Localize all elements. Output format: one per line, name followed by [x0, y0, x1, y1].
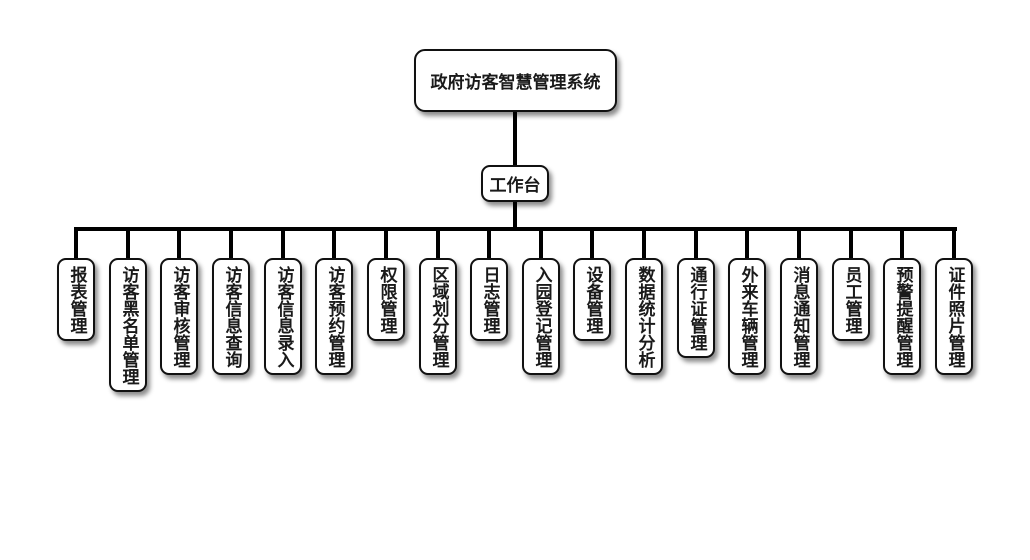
module-node[interactable]: 访客信息录入 [264, 258, 302, 376]
workbench-label: 工作台 [489, 176, 541, 196]
connector-workbench-to-bus [513, 202, 517, 230]
module-node[interactable]: 访客预约管理 [315, 258, 353, 376]
connector-module-13 [745, 229, 749, 259]
module-node[interactable]: 访客黑名单管理 [109, 258, 147, 393]
workbench-node[interactable]: 工作台 [481, 165, 549, 202]
module-node[interactable]: 预警提醒管理 [883, 258, 921, 376]
connector-module-9 [539, 229, 543, 259]
connector-module-15 [849, 229, 853, 259]
connector-module-5 [332, 229, 336, 259]
module-label: 通行证管理 [686, 266, 707, 351]
module-label: 入园登记管理 [531, 266, 552, 368]
module-label: 证件照片管理 [944, 266, 965, 368]
module-label: 外来车辆管理 [737, 266, 758, 368]
connector-module-11 [642, 229, 646, 259]
module-label: 报表管理 [66, 266, 87, 334]
connector-module-14 [797, 229, 801, 259]
connector-module-8 [487, 229, 491, 259]
connector-module-7 [436, 229, 440, 259]
module-node[interactable]: 访客信息查询 [212, 258, 250, 376]
module-label: 权限管理 [376, 266, 397, 334]
root-label: 政府访客智慧管理系统 [430, 73, 601, 93]
module-label: 数据统计分析 [634, 266, 655, 368]
module-node[interactable]: 数据统计分析 [625, 258, 663, 376]
module-node[interactable]: 日志管理 [470, 258, 508, 341]
module-label: 设备管理 [582, 266, 603, 334]
module-node[interactable]: 区域划分管理 [419, 258, 457, 376]
module-label: 访客审核管理 [169, 266, 190, 368]
module-label: 员工管理 [841, 266, 862, 334]
module-label: 区域划分管理 [428, 266, 449, 368]
horizontal-bus [74, 227, 957, 231]
module-label: 日志管理 [479, 266, 500, 334]
connector-module-6 [384, 229, 388, 259]
module-node[interactable]: 入园登记管理 [522, 258, 560, 376]
module-label: 访客预约管理 [324, 266, 345, 368]
module-label: 消息通知管理 [789, 266, 810, 368]
module-label: 访客信息录入 [273, 266, 294, 368]
connector-module-16 [900, 229, 904, 259]
connector-module-17 [952, 229, 956, 259]
connector-module-12 [694, 229, 698, 259]
connector-root-to-workbench [513, 112, 517, 165]
module-label: 预警提醒管理 [892, 266, 913, 368]
module-node[interactable]: 访客审核管理 [160, 258, 198, 376]
module-node[interactable]: 报表管理 [57, 258, 95, 341]
module-label: 访客信息查询 [221, 266, 242, 368]
root-node[interactable]: 政府访客智慧管理系统 [414, 49, 617, 112]
module-node[interactable]: 证件照片管理 [935, 258, 973, 376]
module-node[interactable]: 外来车辆管理 [728, 258, 766, 376]
connector-module-1 [126, 229, 130, 259]
module-node[interactable]: 通行证管理 [677, 258, 715, 358]
module-label: 访客黑名单管理 [118, 266, 139, 385]
connector-module-10 [590, 229, 594, 259]
module-node[interactable]: 员工管理 [832, 258, 870, 341]
connector-module-3 [229, 229, 233, 259]
module-node[interactable]: 设备管理 [573, 258, 611, 341]
connector-module-4 [281, 229, 285, 259]
module-node[interactable]: 权限管理 [367, 258, 405, 341]
module-node[interactable]: 消息通知管理 [780, 258, 818, 376]
connector-module-2 [177, 229, 181, 259]
connector-module-0 [74, 229, 78, 259]
